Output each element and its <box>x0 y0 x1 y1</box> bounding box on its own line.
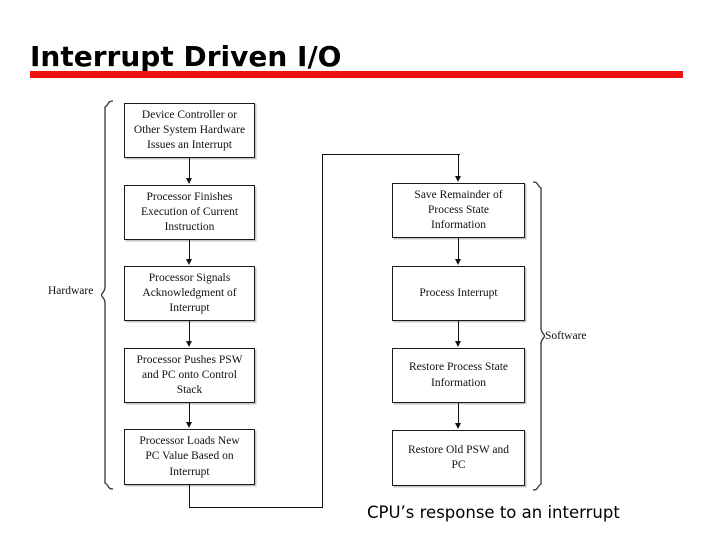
flow-box-line: Restore Old PSW and <box>407 443 510 456</box>
hardware-bracket <box>100 100 114 490</box>
flow-box-save-remainder: Save Remainder of Process State Informat… <box>392 183 525 238</box>
page-title: Interrupt Driven I/O <box>30 40 342 73</box>
connector-line <box>189 321 191 342</box>
flow-box-process-interrupt: Process Interrupt <box>392 266 525 321</box>
software-bracket <box>532 181 546 491</box>
connector-line <box>458 154 460 176</box>
connector-line <box>458 321 460 342</box>
flow-box-line: Process Interrupt <box>419 286 498 299</box>
flow-box-line: Information <box>431 219 486 232</box>
flow-box-line: Other System Hardware <box>133 123 246 136</box>
arrowhead-icon <box>454 259 461 265</box>
arrowhead-icon <box>185 178 192 184</box>
title-underline-rule <box>30 71 683 78</box>
flow-box-line: Processor Pushes PSW <box>136 353 243 366</box>
arrowhead-icon <box>454 341 461 347</box>
arrowhead-icon <box>185 259 192 265</box>
diagram-caption: CPU’s response to an interrupt <box>367 503 620 522</box>
connector-line <box>189 240 191 260</box>
flow-box-processor-loads-pc: Processor Loads New PC Value Based on In… <box>124 429 255 485</box>
flow-box-line: Stack <box>176 384 203 397</box>
hardware-group-label: Hardware <box>48 285 94 297</box>
flow-box-line: Processor Signals <box>148 271 231 284</box>
flow-box-line: Process State <box>427 203 489 216</box>
flow-box-processor-signals-ack: Processor Signals Acknowledgment of Inte… <box>124 266 255 321</box>
flow-box-processor-pushes-psw: Processor Pushes PSW and PC onto Control… <box>124 348 255 403</box>
flow-box-line: Issues an Interrupt <box>147 139 232 152</box>
flow-box-line: Interrupt <box>169 465 210 478</box>
arrowhead-icon <box>185 341 192 347</box>
flow-box-restore-process-state: Restore Process State Information <box>392 348 525 403</box>
flow-box-line: Execution of Current <box>140 205 239 218</box>
connector-line <box>189 485 191 508</box>
flow-box-device-controller: Device Controller or Other System Hardwa… <box>124 103 255 158</box>
flow-box-processor-finishes: Processor Finishes Execution of Current … <box>124 185 255 240</box>
flow-box-line: Processor Finishes <box>146 190 233 203</box>
connector-line <box>458 238 460 259</box>
software-group-label: Software <box>545 330 587 342</box>
flow-box-line: and PC onto Control <box>142 368 237 381</box>
flow-box-line: Device Controller or <box>141 108 238 121</box>
flow-box-line: Instruction <box>164 221 215 234</box>
flow-box-line: Acknowledgment of <box>142 286 237 299</box>
arrowhead-icon <box>454 176 461 182</box>
connector-line <box>189 158 191 179</box>
connector-line <box>321 154 460 156</box>
flow-box-line: Information <box>431 376 486 389</box>
connector-line <box>321 154 323 507</box>
flow-box-line: PC Value Based on <box>145 450 234 463</box>
arrowhead-icon <box>185 422 192 428</box>
connector-line <box>189 403 191 423</box>
connector-line <box>458 403 460 424</box>
flow-box-line: Restore Process State <box>408 361 508 374</box>
connector-line <box>189 506 323 508</box>
flow-box-restore-old-psw: Restore Old PSW and PC <box>392 430 525 486</box>
flow-box-line: Processor Loads New <box>139 435 240 448</box>
flow-box-line: Interrupt <box>169 302 210 315</box>
flow-box-line: PC <box>451 459 466 471</box>
arrowhead-icon <box>454 423 461 429</box>
flow-box-line: Save Remainder of <box>414 188 503 201</box>
